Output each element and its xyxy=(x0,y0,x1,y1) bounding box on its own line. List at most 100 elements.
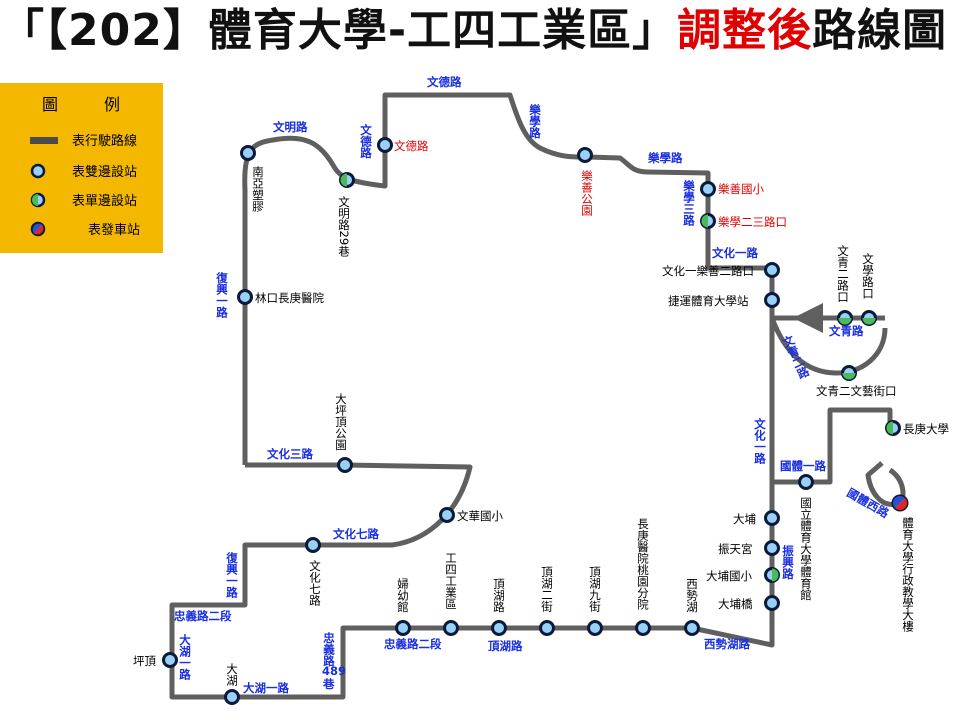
label-wende: 文德路 xyxy=(394,139,429,153)
route-line-ntsu-loop xyxy=(772,407,906,507)
label-xishihu: 西勢湖 xyxy=(685,578,699,613)
stop-leshan-elem xyxy=(700,181,716,197)
title-suffix: 路線圖 xyxy=(812,5,948,56)
stop-wenhua-elem xyxy=(439,507,455,523)
stop-dinghu-rd xyxy=(491,620,507,636)
label-nanya: 南亞塑膠 xyxy=(251,165,265,212)
label-lexue23: 樂學二三路口 xyxy=(718,215,787,229)
road-zhenxing: 振興路 xyxy=(781,544,795,580)
label-wenqing2-wenyi: 文青二文藝街口 xyxy=(816,384,897,398)
stop-dinghu2 xyxy=(539,620,555,636)
stop-fuyou xyxy=(395,620,411,636)
departure-stop-icon xyxy=(30,221,46,237)
road-dahu1-h: 大湖一路 xyxy=(243,681,289,695)
road-wende-v: 文德路 xyxy=(359,123,373,159)
single-side-stop-icon xyxy=(30,192,46,208)
road-dinghu-bottom: 頂湖路 xyxy=(488,639,523,653)
title-route-name: 「【202】體育大學-工四工業區」 xyxy=(0,5,678,56)
road-lexue-v: 樂學路 xyxy=(528,103,542,139)
road-zhongyi489-suffix: 巷 xyxy=(322,677,335,691)
label-ntsu-gym: 國立體育大學體育館 xyxy=(799,497,813,601)
stop-cgmh-taoyuan xyxy=(635,620,651,636)
road-wenqing2: 文青二路 xyxy=(779,332,812,381)
label-dapu: 大埔 xyxy=(733,512,756,526)
stop-wende xyxy=(377,137,393,153)
label-wenxue-lu: 文學路口 xyxy=(861,252,875,299)
road-zhongyi2-bottom: 忠義路二段 xyxy=(384,637,442,651)
label-gongsi: 工四工業區 xyxy=(444,552,458,610)
legend-item-departure: 表發車站 xyxy=(0,218,163,240)
road-wenhua3: 文化三路 xyxy=(267,447,313,461)
single-side-stops xyxy=(339,172,901,583)
legend-item-label: 表發車站 xyxy=(88,223,141,238)
stop-cgu xyxy=(885,420,901,436)
road-wende-top: 文德路 xyxy=(427,75,462,89)
road-dahu1-v: 大湖一路 xyxy=(178,633,192,681)
label-dapingding-park: 大坪頂公園 xyxy=(334,392,348,451)
map-title: 「【202】體育大學-工四工業區」調整後路線圖 xyxy=(0,0,947,62)
stop-linkou-cgmh xyxy=(237,289,253,305)
label-dinghu-rd: 頂湖路 xyxy=(492,578,506,613)
stop-wenhua1-leshan2 xyxy=(764,262,780,278)
stop-xishihu xyxy=(684,620,700,636)
stop-wenming29 xyxy=(339,172,355,188)
stop-nanya xyxy=(240,145,256,161)
road-lexue3: 樂學三路 xyxy=(682,179,696,227)
label-dahu: 大湖 xyxy=(225,662,239,687)
label-mrt-ntsu: 捷運體育大學站 xyxy=(668,294,749,308)
stop-wenqing2-lu xyxy=(837,310,853,326)
label-dinghu2: 頂湖二街 xyxy=(540,566,554,613)
label-ntsu-admin: 體育大學行政教學大樓 xyxy=(901,517,915,633)
road-wenhua1-top: 文化一路 xyxy=(712,246,758,260)
stop-lexue23 xyxy=(700,213,716,229)
stop-wenhua7 xyxy=(305,537,321,553)
label-leshan-park: 樂善公園 xyxy=(580,169,594,217)
double-side-stop-icon xyxy=(30,163,46,179)
legend-panel: 圖 例 表行駛路線 表雙邊設站 表單邊設站 表發車站 xyxy=(0,83,163,253)
road-lexue-h: 樂學路 xyxy=(647,151,683,165)
route-line-icon xyxy=(30,137,58,144)
road-wenhua7: 文化七路 xyxy=(333,527,379,541)
road-xishihu: 西勢湖路 xyxy=(704,637,750,651)
legend-heading-right: 例 xyxy=(104,95,121,114)
stop-ntsu-admin xyxy=(891,494,909,512)
legend-item-single: 表單邊設站 xyxy=(0,189,163,211)
title-adjusted: 調整後 xyxy=(677,5,813,56)
stop-wenqing2-wenyi xyxy=(841,365,857,381)
legend-item-route: 表行駛路線 xyxy=(0,129,163,151)
label-pingding: 坪頂 xyxy=(133,654,156,668)
label-dinghu9: 頂湖九街 xyxy=(588,566,602,613)
road-wenming: 文明路 xyxy=(273,120,308,134)
stop-dahu xyxy=(224,689,240,705)
label-fuyou: 婦幼館 xyxy=(396,577,410,613)
stop-leshan-park xyxy=(577,147,593,163)
road-guoti1: 國體一路 xyxy=(780,459,826,473)
road-wenqing: 文青路 xyxy=(829,324,864,338)
road-zhongyi489: 忠義路 xyxy=(322,631,336,667)
stop-ntsu-gym xyxy=(798,474,814,490)
legend-item-label: 表單邊設站 xyxy=(72,194,138,209)
label-cgu: 長庚大學 xyxy=(903,422,949,436)
route-line-wenqing-loop xyxy=(769,317,888,376)
road-zhongyi489-num: 489 xyxy=(322,664,346,678)
label-dapu-elem: 大埔國小 xyxy=(706,569,752,583)
stop-gongsi xyxy=(443,620,459,636)
legend-item-label: 表行駛路線 xyxy=(72,134,138,149)
stop-dapu xyxy=(764,510,780,526)
label-wenhua1-leshan2: 文化一樂善二路口 xyxy=(662,264,754,278)
stop-dapu-elem xyxy=(764,567,780,583)
route-line-main xyxy=(169,92,775,700)
label-wenming29: 文明路29巷 xyxy=(337,195,351,257)
label-linkou-cgmh: 林口長庚醫院 xyxy=(255,291,324,305)
label-wenhua-elem: 文華國小 xyxy=(457,509,503,523)
stop-dapu-bridge xyxy=(764,595,780,611)
road-wenhua1-v: 文化一路 xyxy=(753,417,767,465)
label-dapu-bridge: 大埔橋 xyxy=(718,597,753,611)
legend-item-label: 表雙邊設站 xyxy=(72,165,138,180)
label-cgmh-taoyuan: 長庚醫院桃園分院 xyxy=(636,518,650,610)
stop-dinghu9 xyxy=(587,620,603,636)
stop-dapingding-park xyxy=(337,457,353,473)
road-fuxing1: 復興一路 xyxy=(215,271,229,319)
label-zhentiangong: 振天宮 xyxy=(718,542,753,556)
